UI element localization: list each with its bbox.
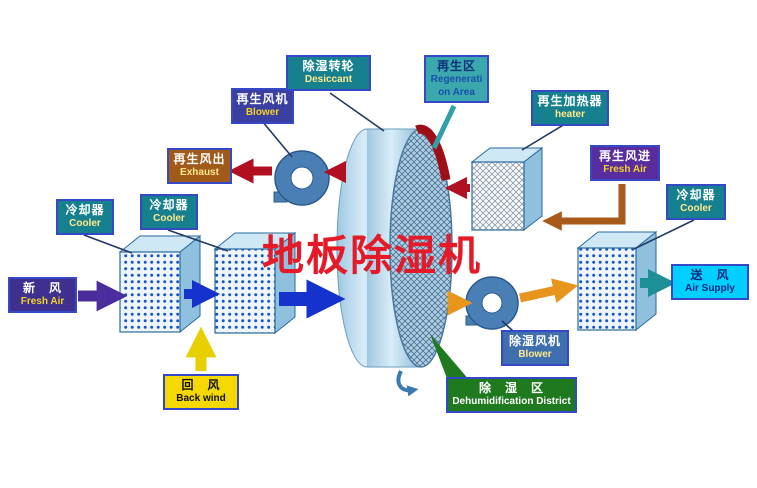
label-air-supply: 送 风 Air Supply: [671, 264, 749, 300]
label-zh: 除湿风机: [508, 334, 561, 348]
label-regen-heater: 再生加热器 heater: [531, 90, 609, 126]
label-en: Fresh Air: [603, 164, 647, 175]
label-en: Blower: [245, 107, 280, 118]
label-en: Regeneration Area: [430, 74, 483, 98]
label-regen-fresh-air: 再生风进 Fresh Air: [590, 145, 660, 181]
district-pointer: [430, 334, 470, 381]
label-zh: 再生风出: [173, 152, 226, 166]
label-en: Desiccant: [304, 74, 353, 85]
label-cooler-left-2: 冷却器 Cooler: [140, 194, 198, 230]
flow-arrows: [78, 158, 676, 397]
label-regen-area: 再生区 Regeneration Area: [424, 55, 489, 103]
cooler-unit-2: [213, 231, 297, 335]
label-en: Air Supply: [684, 283, 735, 294]
label-en: Blower: [518, 349, 552, 360]
regen-fresh-air-path: [542, 184, 626, 231]
label-desiccant-wheel: 除湿转轮 Desiccant: [286, 55, 371, 91]
cooler-unit-1: [118, 234, 202, 334]
blower-to-cooler-arrow: [519, 278, 579, 303]
regen-blower-fan: [273, 150, 330, 206]
desiccant-wheel: [336, 124, 453, 368]
dehumid-blower-fan: [465, 276, 519, 330]
leader-lines: [83, 92, 695, 332]
label-en: Fresh Air: [20, 296, 65, 307]
label-en: Back wind: [176, 393, 226, 404]
regeneration-sector: [415, 124, 451, 181]
heater-unit: [470, 146, 544, 232]
label-zh: 冷却器: [676, 188, 716, 202]
label-zh: 除 湿 区: [478, 381, 544, 395]
label-zh: 送 风: [690, 268, 730, 282]
label-regen-blower: 再生风机 Blower: [231, 88, 294, 124]
label-en: Exhaust: [180, 167, 219, 178]
label-dehumid-blower: 除湿风机 Blower: [501, 330, 569, 366]
label-en: Cooler: [153, 213, 185, 224]
label-dehumid-district: 除 湿 区 Dehumidification District: [446, 377, 577, 413]
label-zh: 冷却器: [65, 203, 105, 217]
label-en: Cooler: [680, 203, 712, 214]
label-zh: 除湿转轮: [302, 59, 355, 73]
label-cooler-left-1: 冷却器 Cooler: [56, 199, 114, 235]
label-en: Cooler: [69, 218, 101, 229]
label-zh: 新 风: [22, 281, 62, 295]
label-zh: 再生风进: [598, 149, 651, 163]
label-regen-exhaust: 再生风出 Exhaust: [167, 148, 232, 184]
label-fresh-air: 新 风 Fresh Air: [8, 277, 77, 313]
label-zh: 回 风: [181, 378, 221, 392]
watermark-title: 地板除湿机: [262, 232, 483, 279]
wheel-rotation-icon: [396, 370, 419, 397]
label-cooler-right: 冷却器 Cooler: [666, 184, 726, 220]
label-back-wind: 回 风 Back wind: [163, 374, 239, 410]
label-zh: 再生区: [436, 59, 476, 73]
label-en: heater: [554, 109, 585, 120]
label-zh: 再生加热器: [537, 94, 603, 108]
label-en: Dehumidification District: [452, 396, 571, 407]
label-zh: 再生风机: [236, 92, 289, 106]
label-zh: 冷却器: [149, 198, 189, 212]
cooler-unit-right: [576, 230, 658, 332]
